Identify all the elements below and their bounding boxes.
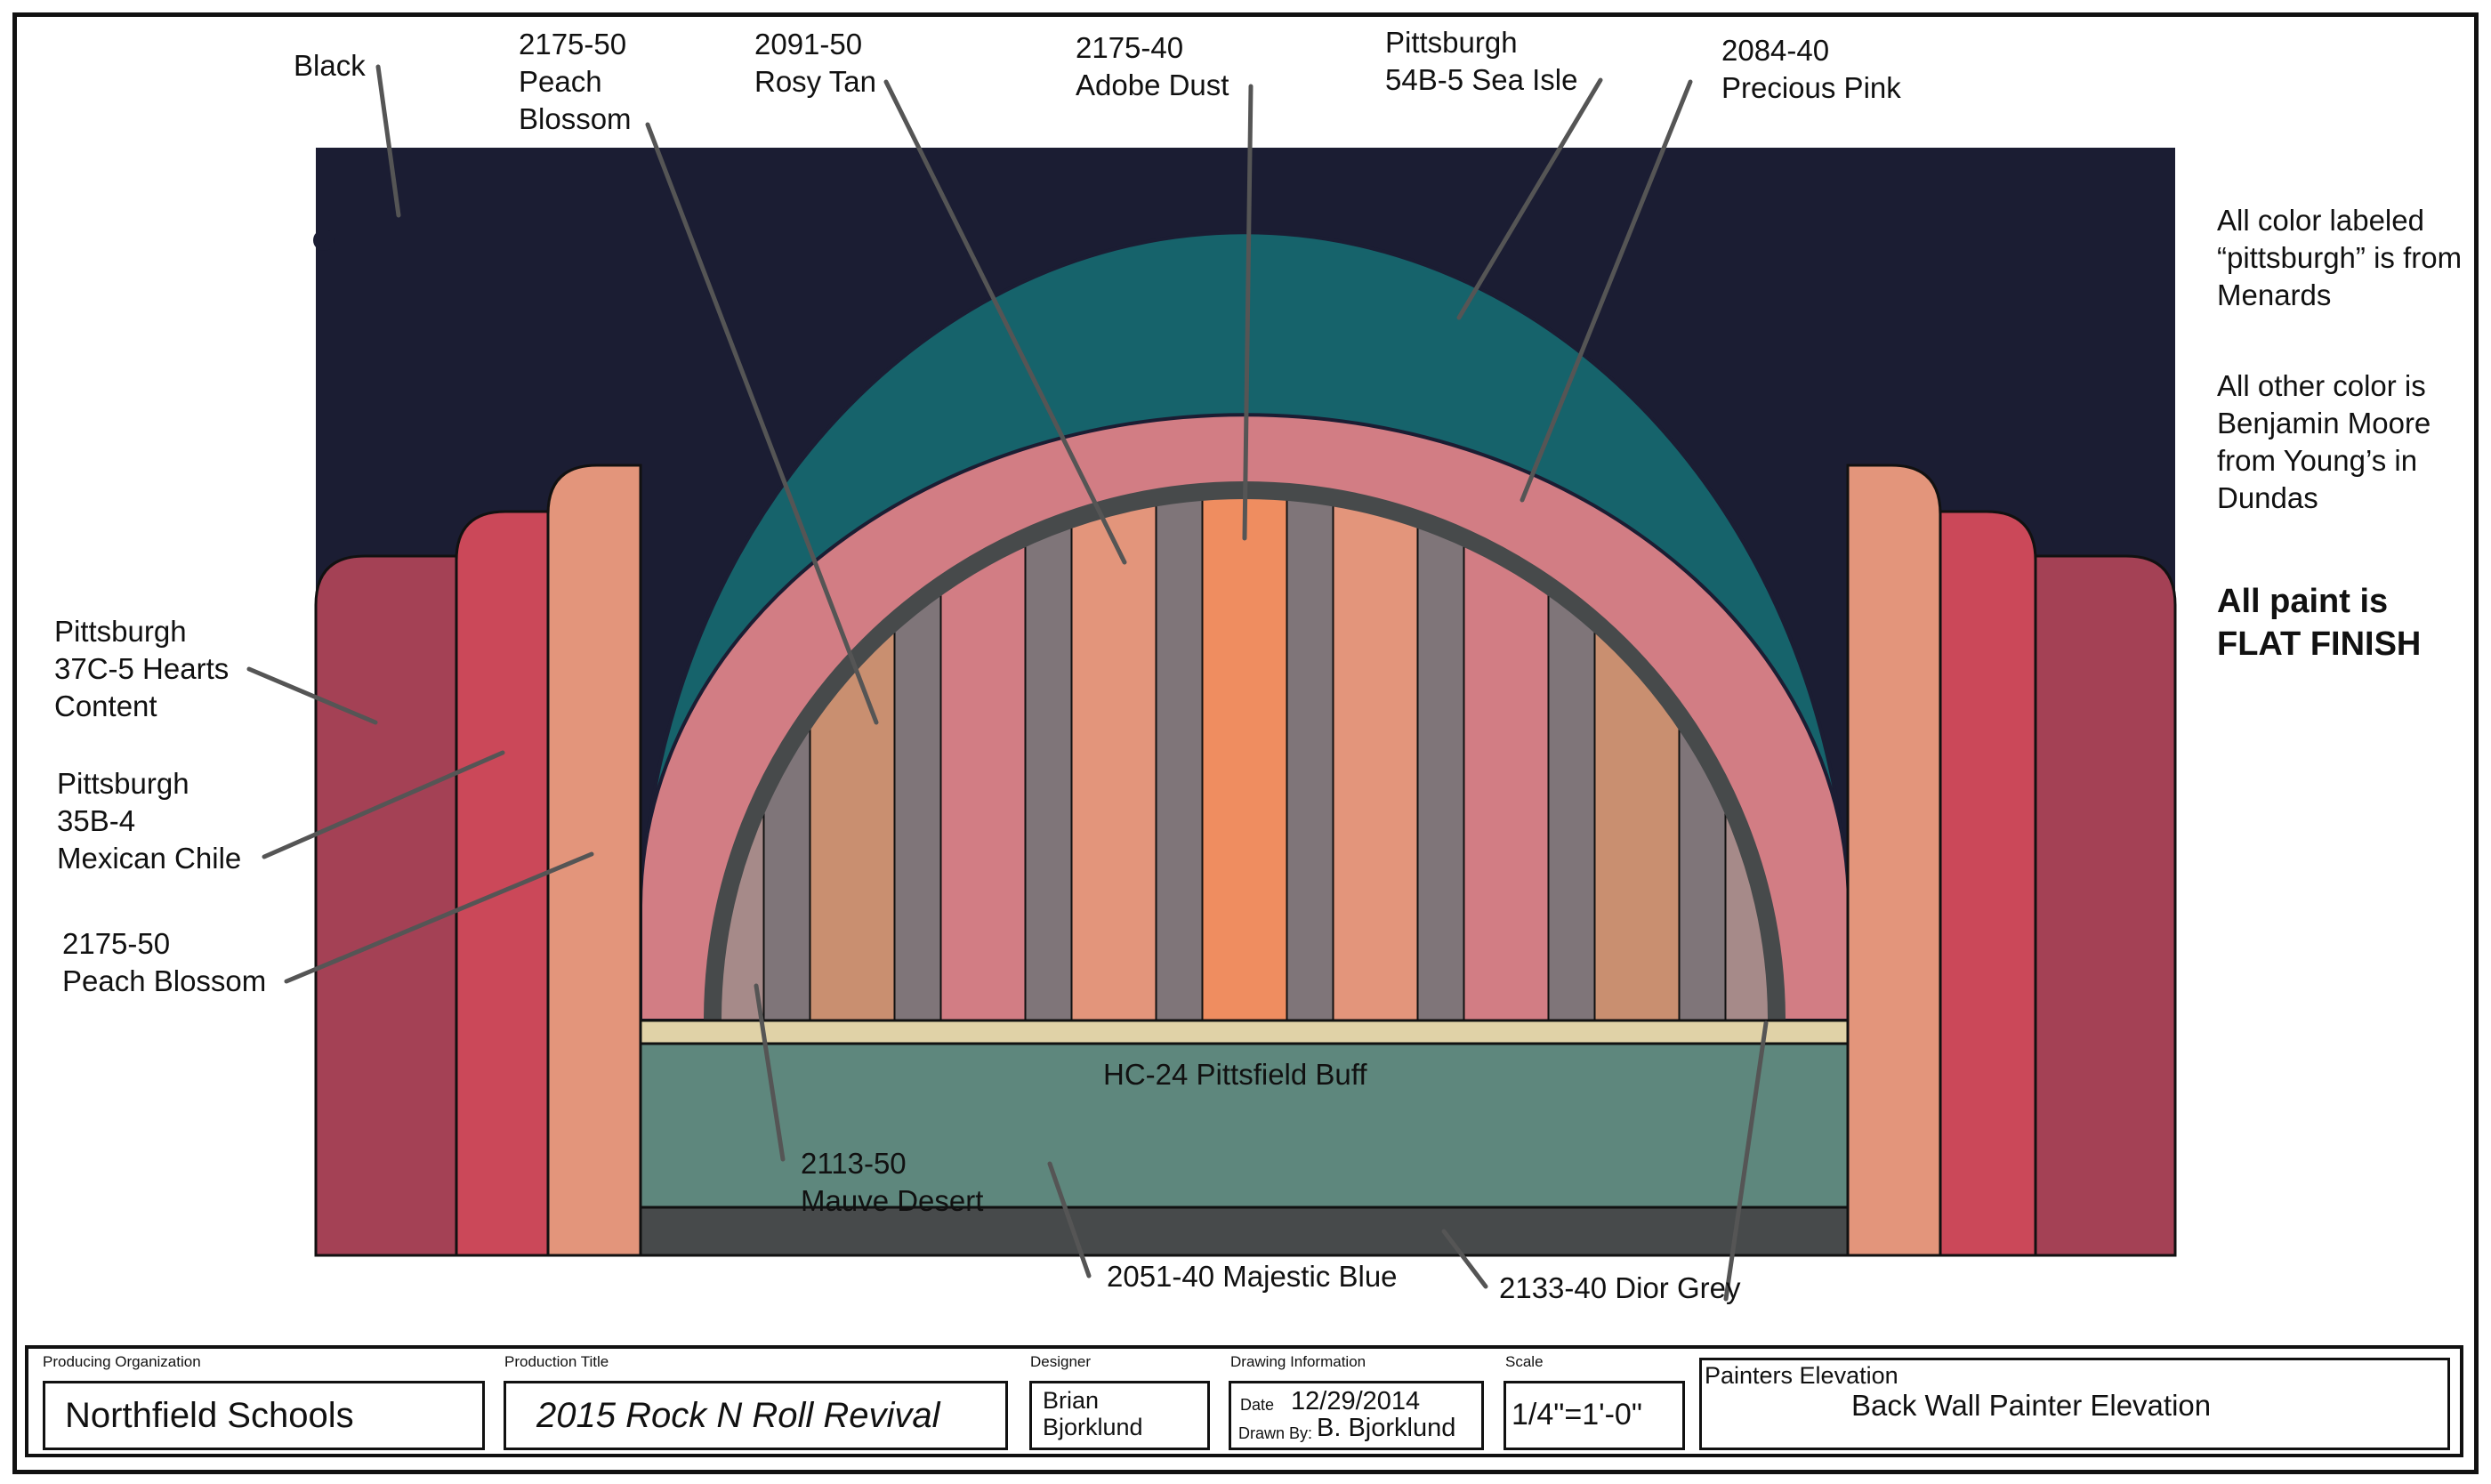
leader-mexican-chile bbox=[262, 750, 505, 859]
sheet-title: Back Wall Painter Elevation bbox=[1851, 1389, 2212, 1422]
drawn-by-label: Drawn By: bbox=[1238, 1424, 1313, 1442]
slat-peach-blossom bbox=[1332, 490, 1419, 1020]
right-column-mexican-chile bbox=[1939, 510, 2037, 1257]
callout-peach-blossom-left: 2175-50 Peach Blossom bbox=[62, 927, 267, 997]
left-column-hearts-content bbox=[314, 554, 458, 1257]
leader-black bbox=[375, 64, 401, 218]
right-column-hearts-content bbox=[2034, 554, 2177, 1257]
note-flat-finish: All paint is FLAT FINISH bbox=[2217, 583, 2422, 663]
designer-caption: Designer bbox=[1030, 1353, 1092, 1370]
leader-dior-grey-right bbox=[1723, 1020, 1769, 1302]
majestic-blue-base bbox=[639, 1042, 1850, 1209]
sheet-title-box: Painters Elevation Back Wall Painter Ele… bbox=[1699, 1358, 2450, 1450]
leader-mauve-desert bbox=[754, 983, 786, 1162]
designer-box: Brian Bjorklund bbox=[1029, 1381, 1210, 1450]
leader-peach-blossom-left bbox=[284, 851, 594, 984]
drawn-by-value: B. Bjorklund bbox=[1317, 1414, 1456, 1442]
leader-dior-grey-left bbox=[1441, 1229, 1488, 1289]
production-title-value: 2015 Rock N Roll Revival bbox=[536, 1396, 940, 1435]
left-column-mexican-chile bbox=[455, 510, 550, 1257]
callout-mexican-chile: Pittsburgh 35B-4 Mexican Chile bbox=[57, 767, 242, 875]
date-value: 12/29/2014 bbox=[1291, 1387, 1421, 1415]
note-pittsburgh-source: All color labeled “pittsburgh” is from M… bbox=[2217, 204, 2463, 311]
callout-majestic-blue: 2051-40 Majestic Blue bbox=[1107, 1260, 1398, 1293]
leader-hearts-content bbox=[246, 666, 378, 725]
production-title-caption: Production Title bbox=[504, 1353, 609, 1370]
callout-black: Black bbox=[294, 49, 366, 82]
production-title-box: 2015 Rock N Roll Revival bbox=[504, 1381, 1008, 1450]
leader-rosy-tan bbox=[883, 79, 1127, 565]
backdrop-corner-knob bbox=[313, 230, 335, 251]
title-block bbox=[25, 1345, 2463, 1457]
drawing-info-caption: Drawing Information bbox=[1230, 1353, 1366, 1370]
dark-base-strip bbox=[639, 1206, 1850, 1257]
right-column-peach-blossom bbox=[1846, 464, 1942, 1257]
callout-peach-blossom-top: 2175-50 Peach Blossom bbox=[519, 28, 632, 135]
leader-precious-pink bbox=[1520, 79, 1693, 503]
callout-rosy-tan: 2091-50 Rosy Tan bbox=[754, 28, 876, 98]
callout-hearts-content: Pittsburgh 37C-5 Hearts Content bbox=[54, 615, 230, 722]
slat-grey bbox=[1416, 490, 1465, 1020]
leader-sea-isle bbox=[1456, 77, 1603, 320]
scale-value: 1/4"=1'-0" bbox=[1512, 1398, 1642, 1432]
scale-caption: Scale bbox=[1505, 1353, 1544, 1370]
scale-box: 1/4"=1'-0" bbox=[1503, 1381, 1685, 1450]
pittsfield-buff-strip bbox=[639, 1019, 1850, 1045]
leader-majestic-blue bbox=[1047, 1161, 1092, 1278]
slat-grey bbox=[1155, 490, 1204, 1020]
callout-pittsfield-buff: HC-24 Pittsfield Buff bbox=[1103, 1058, 1367, 1091]
leader-peach-blossom-top bbox=[645, 122, 879, 725]
designer-value: Brian Bjorklund bbox=[1043, 1387, 1143, 1440]
drawing-info-box: Date 12/29/2014 Drawn By: B. Bjorklund bbox=[1229, 1381, 1484, 1450]
leader-lines bbox=[246, 64, 1769, 1302]
date-label: Date bbox=[1240, 1396, 1275, 1414]
callout-dior-grey: 2133-40 Dior Grey bbox=[1499, 1271, 1741, 1304]
callout-sea-isle: Pittsburgh 54B-5 Sea Isle bbox=[1385, 26, 1578, 96]
sheet-caption: Painters Elevation bbox=[1705, 1362, 1898, 1389]
slat-grey bbox=[1024, 490, 1073, 1020]
back-wall-elevation bbox=[246, 64, 2177, 1302]
slat-grey bbox=[1286, 490, 1334, 1020]
callout-adobe-dust: 2175-40 Adobe Dust bbox=[1076, 31, 1229, 101]
producing-org-value: Northfield Schools bbox=[65, 1396, 354, 1435]
callout-precious-pink: 2084-40 Precious Pink bbox=[1721, 34, 1901, 104]
slat-adobe-dust bbox=[1201, 490, 1288, 1020]
sheet-border bbox=[12, 12, 2479, 1474]
producing-org-caption: Producing Organization bbox=[43, 1353, 201, 1370]
note-other-source: All other color is Benjamin Moore from Y… bbox=[2217, 369, 2431, 514]
leader-adobe-dust bbox=[1242, 84, 1254, 541]
left-column-peach-blossom bbox=[546, 464, 642, 1257]
slat-peach-blossom bbox=[1070, 490, 1157, 1020]
producing-org-box: Northfield Schools bbox=[43, 1381, 485, 1450]
callout-mauve-desert: 2113-50 Mauve Desert bbox=[801, 1147, 984, 1217]
